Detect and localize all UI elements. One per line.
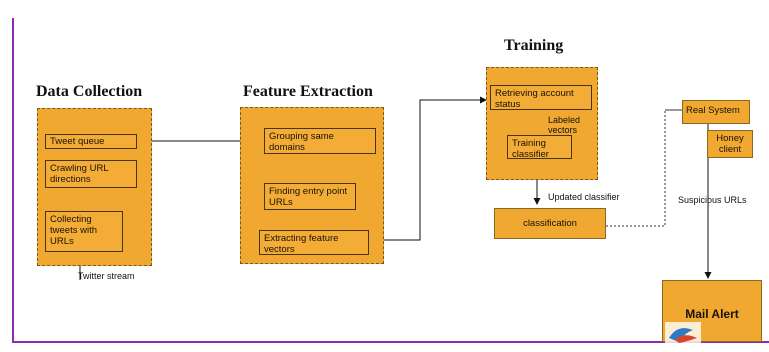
suspicious-urls-label: Suspicious URLs: [678, 195, 747, 205]
honey-client-box: Honey client: [707, 130, 753, 158]
collecting-tweets-box: Collecting tweets with URLs: [45, 211, 123, 252]
grouping-domains-box: Grouping same domains: [264, 128, 376, 154]
labeled-vectors-label: Labeled vectors: [548, 115, 581, 135]
crawling-url-box: Crawling URL directions: [45, 160, 137, 188]
section-title-feature-extraction: Feature Extraction: [243, 83, 373, 100]
training-classifier-box: Training classifier: [507, 135, 572, 160]
arrow-extracting-to-retrieving: [370, 96, 487, 241]
dashed-link-classification-to-real-system: [606, 109, 682, 227]
section-title-data-collection: Data Collection: [36, 83, 143, 100]
classification-box: classification: [494, 208, 606, 239]
real-system-box: Real System: [682, 100, 750, 124]
updated-classifier-label: Updated classifier: [548, 192, 620, 202]
section-title-training: Training: [504, 37, 564, 54]
tweet-queue-box: Tweet queue: [45, 134, 137, 149]
retrieving-account-box: Retrieving account status: [490, 85, 592, 110]
finding-entry-box: Finding entry point URLs: [264, 183, 356, 210]
mail-alert-icon: [665, 322, 701, 344]
extracting-features-box: Extracting feature vectors: [259, 230, 369, 255]
twitter-stream-label: Twitter stream: [78, 271, 135, 281]
